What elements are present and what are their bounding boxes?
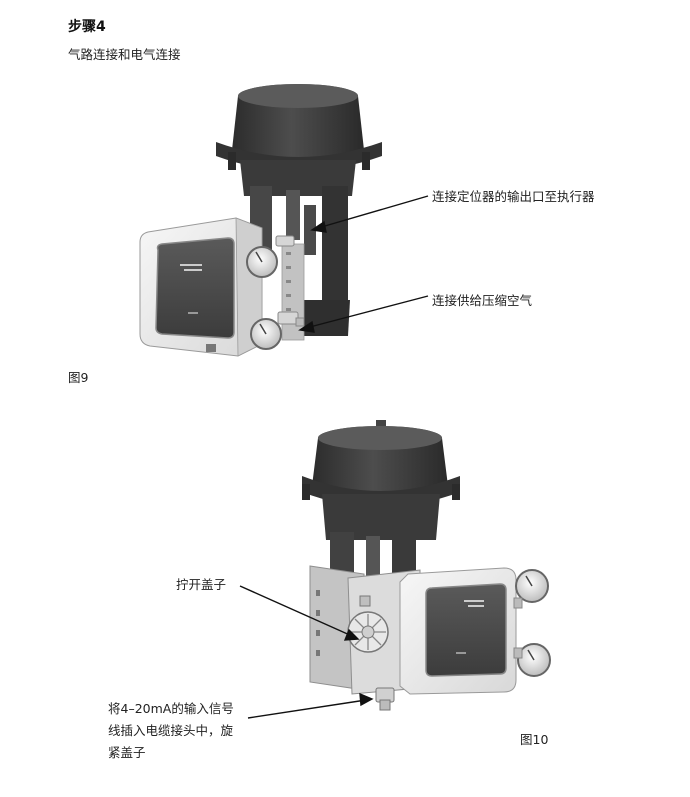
callout-signal-line-3: 紧盖子: [108, 745, 146, 760]
figure-9-illustration: [139, 84, 382, 357]
figure-9-caption: 图9: [68, 370, 89, 385]
figure-10-caption: 图10: [520, 732, 549, 747]
callout-signal-line-2: 线插入电缆接头中，旋: [108, 723, 234, 738]
callout-signal-line-1: 将4–20mA的输入信号: [108, 701, 234, 716]
step-subtitle: 气路连接和电气连接: [68, 47, 181, 62]
figure-10-callout-arrows: [239, 585, 374, 719]
callout-unscrew-cover: 拧开盖子: [176, 577, 227, 592]
figure-9-callout-arrows: [298, 195, 429, 333]
callout-output-port: 连接定位器的输出口至执行器: [432, 189, 595, 204]
step-title: 步骤4: [68, 19, 106, 35]
figure-10-illustration: [302, 420, 551, 711]
callout-signal-wiring: 将4–20mA的输入信号 线插入电缆接头中，旋 紧盖子: [108, 698, 234, 764]
callout-air-supply: 连接供给压缩空气: [432, 293, 533, 308]
